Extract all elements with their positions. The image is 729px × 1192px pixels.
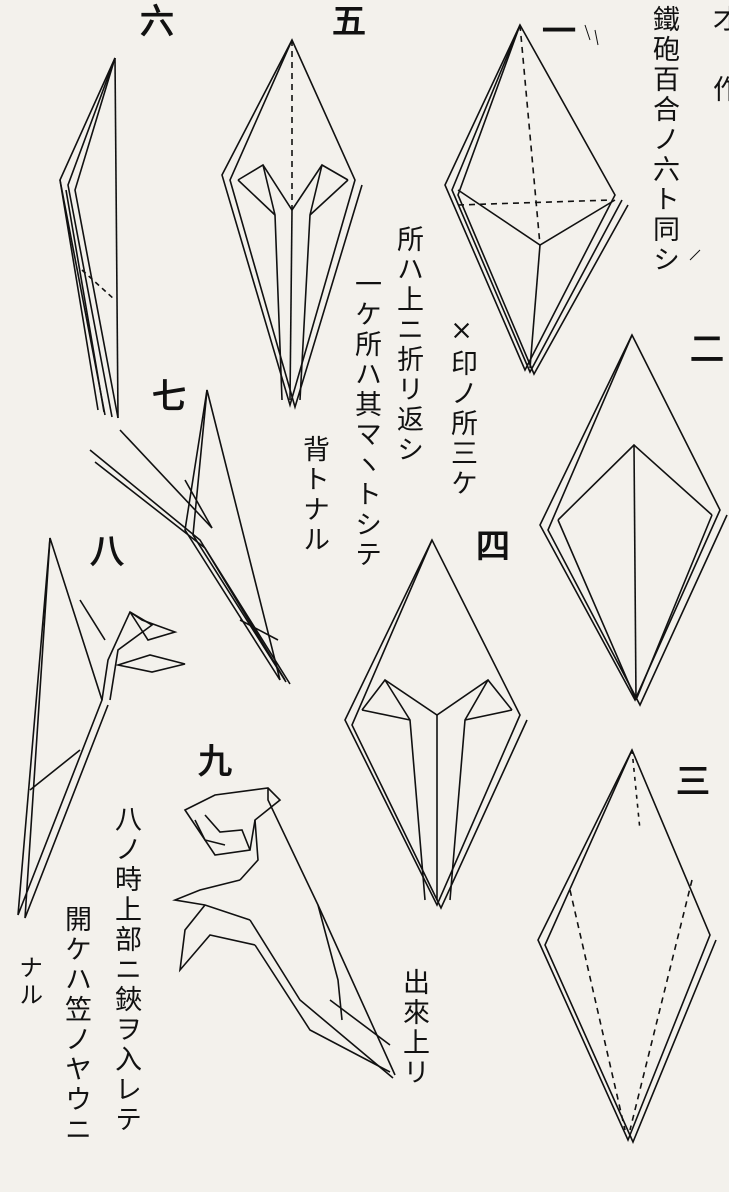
step-number-5: 五 [332,2,366,42]
caption-opens-like-umbrella: 開ケハ笠ノヤウニ [60,905,92,1145]
diagram-step-8 [17,537,186,919]
caption-becomes-back: 背トナル [298,435,330,555]
step-number-4: 四 [476,527,510,567]
step-number-2: 二 [690,330,724,370]
diagram-step-9 [172,787,396,1079]
caption-finished: 出來上リ [398,968,430,1088]
diagram-step-2 [539,333,728,707]
diagram-step-4 [344,538,528,910]
step-number-1: 一 [542,12,576,52]
step-number-8: 八 [90,532,124,572]
caption-one-place-as-is: 一ケ所ハ其マヽトシテ [350,270,382,570]
step-number-9: 九 [198,742,232,782]
diagram-step-1 [444,23,629,376]
edge-partial-char-2: 作 [708,75,729,105]
caption-fold-up: 所ハ上ニ折リ返シ [392,225,424,465]
caption-same-as-lily-step-6: 鐵砲百合ノ六ト同シ [648,5,680,275]
caption-cut-top-at-step-8: 八ノ時上部ニ鋏ヲ入レテ [110,805,142,1135]
caption-mark-three-places: ×印ノ所三ケ [446,315,478,499]
diagram-step-6 [59,57,119,419]
diagram-step-3 [537,748,717,1145]
diagram-step-5 [221,38,363,410]
step-number-7: 七 [152,377,186,417]
edge-partial-char-1: 才 [708,5,729,35]
step-number-3: 三 [676,762,710,802]
caption-becomes: ナル [14,955,43,1009]
diagram-step-7 [89,389,291,685]
step-number-6: 六 [140,2,174,42]
